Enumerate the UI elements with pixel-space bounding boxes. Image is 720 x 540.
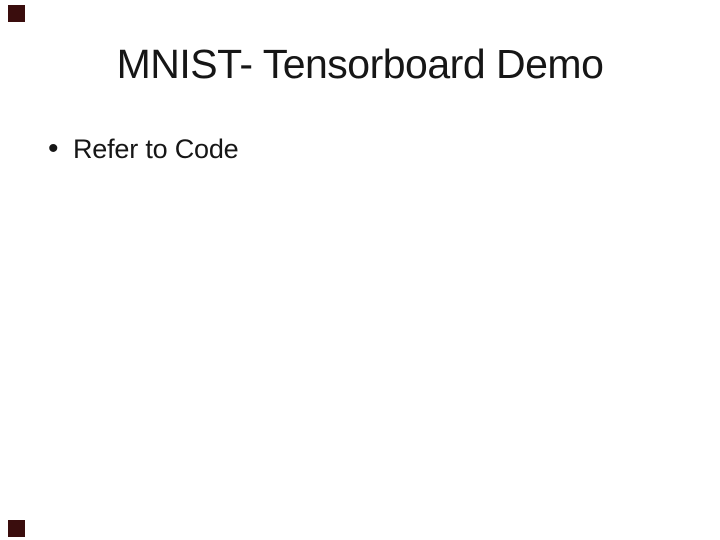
corner-mark-top-left bbox=[8, 5, 25, 22]
bullet-text: Refer to Code bbox=[73, 134, 239, 164]
bullet-item: • Refer to Code bbox=[48, 134, 239, 165]
slide-title: MNIST- Tensorboard Demo bbox=[116, 41, 604, 87]
bullet-marker: • bbox=[48, 132, 59, 165]
corner-mark-bottom-left bbox=[8, 520, 25, 537]
